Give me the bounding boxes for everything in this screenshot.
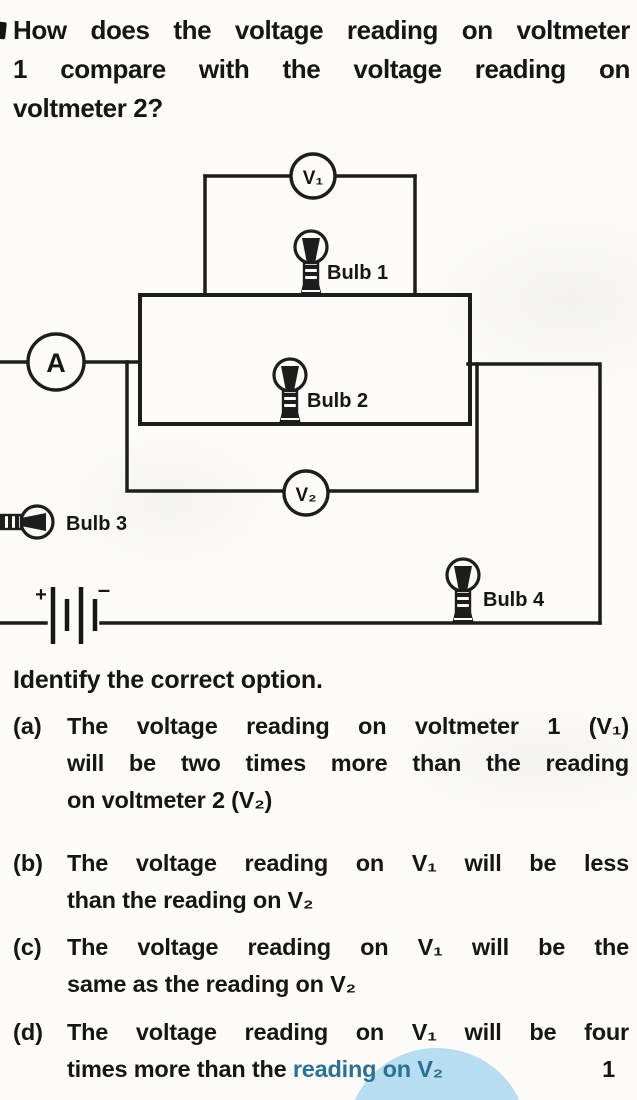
option-label: (a) xyxy=(13,713,42,739)
option-row: (b) The voltage reading on V₁ will be les… xyxy=(13,845,629,919)
option-label: (c) xyxy=(13,934,42,960)
bulb-2-icon xyxy=(272,357,308,426)
option-line: times more than the reading on V₂ 1 xyxy=(67,1051,629,1088)
option-line: The voltage reading on V₁ will be less xyxy=(67,850,629,876)
options-list: (a) The voltage reading on voltmeter 1 (V… xyxy=(13,708,629,1088)
battery-minus-sign: – xyxy=(98,577,110,602)
prompt-text: Identify the correct option. xyxy=(13,666,323,694)
option-line: The voltage reading on voltmeter 1 (V₁) xyxy=(67,713,629,739)
option-label: (b) xyxy=(13,850,44,876)
voltmeter-2-label: V₂ xyxy=(295,485,316,506)
option-line: than the reading on V₂ xyxy=(67,887,314,913)
voltmeter-2: V₂ xyxy=(282,469,330,517)
bulb-2-label: Bulb 2 xyxy=(307,390,368,412)
question-text: How does the voltage reading on voltmete… xyxy=(13,11,630,128)
bulb-3-label: Bulb 3 xyxy=(66,513,127,535)
bulb-4-label: Bulb 4 xyxy=(483,589,545,611)
voltmeter-1: V₁ xyxy=(289,152,337,200)
voltmeter-2-circle xyxy=(282,469,330,517)
option-label: (d) xyxy=(13,1019,44,1045)
option-row: (a) The voltage reading on voltmeter 1 (V… xyxy=(13,708,629,819)
battery-plus-sign: + xyxy=(35,584,47,606)
bulb-4-icon xyxy=(445,557,481,626)
option-text: The voltage reading on voltmeter 1 (V₁) w… xyxy=(67,708,629,819)
battery-icon: + – xyxy=(35,577,110,644)
option-line: The voltage reading on V₁ will be four xyxy=(67,1019,629,1045)
ammeter-circle xyxy=(26,332,86,392)
option-line: The voltage reading on V₁ will be the xyxy=(67,934,629,960)
option-row: (d) The voltage reading on V₁ will be fou… xyxy=(13,1014,629,1088)
voltmeter-1-label: V₁ xyxy=(303,168,324,189)
option-line: on voltmeter 2 (V₂) xyxy=(67,787,273,813)
question-footer: Identify the correct option. (a) The volt… xyxy=(13,662,629,1088)
question-number-fragment xyxy=(0,21,7,40)
bulb-3-icon xyxy=(0,504,55,540)
circuit-diagram: + – A V₁ V₂ Bulb 1 Bulb 2 Bulb 3 Bulb 4 xyxy=(0,152,602,644)
bulb-1-label: Bulb 1 xyxy=(327,262,388,284)
bulb-1-icon xyxy=(293,229,329,298)
option-text: The voltage reading on V₁ will be four ti… xyxy=(67,1014,629,1088)
circuit-wires xyxy=(0,174,602,625)
question-line: 1 compare with the voltage reading on xyxy=(13,54,630,84)
option-text: The voltage reading on V₁ will be less th… xyxy=(67,845,629,919)
option-text: The voltage reading on V₁ will be the sam… xyxy=(67,929,629,1003)
highlighted-text: reading on V₂ xyxy=(292,1056,443,1082)
option-line: same as the reading on V₂ xyxy=(67,971,356,997)
option-line-text: times more than the xyxy=(67,1056,293,1082)
option-line: will be two times more than the reading xyxy=(67,750,629,776)
question-line: voltmeter 2? xyxy=(13,93,163,123)
question-line: How does the voltage reading on voltmete… xyxy=(13,15,630,45)
ammeter: A xyxy=(26,332,86,392)
ammeter-label: A xyxy=(46,348,66,378)
marks-value: 1 xyxy=(602,1056,615,1082)
voltmeter-1-circle xyxy=(289,152,337,200)
option-row: (c) The voltage reading on V₁ will be the… xyxy=(13,929,629,1003)
